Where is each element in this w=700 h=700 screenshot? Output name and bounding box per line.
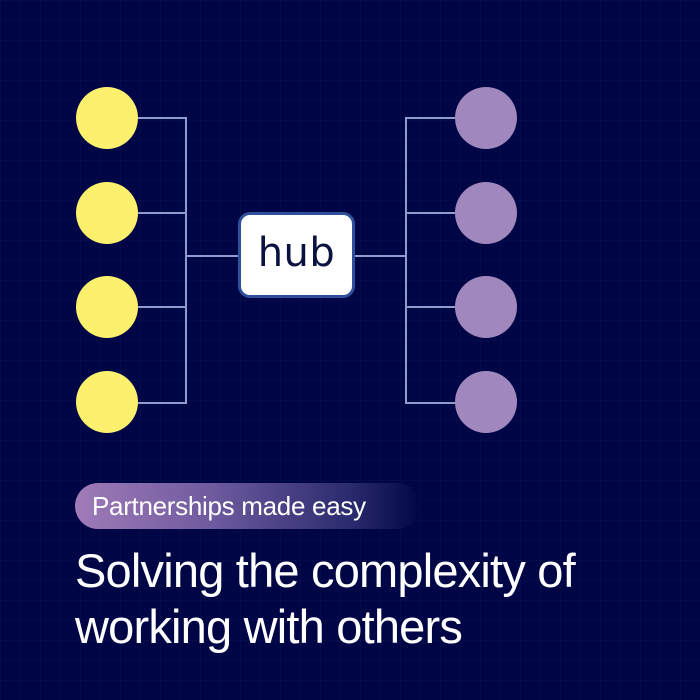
right-node-1: [455, 87, 517, 149]
right-connector-3: [405, 306, 457, 308]
left-connector-3: [138, 306, 186, 308]
left-node-2: [76, 182, 138, 244]
right-node-3: [455, 276, 517, 338]
headline: Solving the complexity of working with o…: [75, 543, 695, 655]
tagline-pill: Partnerships made easy: [75, 483, 420, 529]
right-trunk: [405, 117, 407, 404]
left-node-4: [76, 371, 138, 433]
tagline-text: Partnerships made easy: [92, 490, 366, 521]
right-node-2: [455, 182, 517, 244]
left-node-1: [76, 87, 138, 149]
headline-line-1: Solving the complexity of: [75, 544, 576, 597]
left-to-hub-connector: [185, 255, 238, 257]
headline-line-2: working with others: [75, 600, 463, 653]
right-node-4: [455, 371, 517, 433]
left-connector-4: [138, 402, 186, 404]
hub-diagram: hub: [76, 87, 517, 433]
hub-box: hub: [238, 212, 355, 298]
left-connector-1: [138, 117, 186, 119]
left-trunk: [185, 117, 187, 404]
right-connector-1: [405, 117, 457, 119]
hub-to-right-connector: [355, 255, 407, 257]
right-connector-2: [405, 212, 457, 214]
right-connector-4: [405, 402, 457, 404]
hub-label: hub: [257, 230, 336, 276]
left-connector-2: [138, 212, 186, 214]
left-node-3: [76, 276, 138, 338]
